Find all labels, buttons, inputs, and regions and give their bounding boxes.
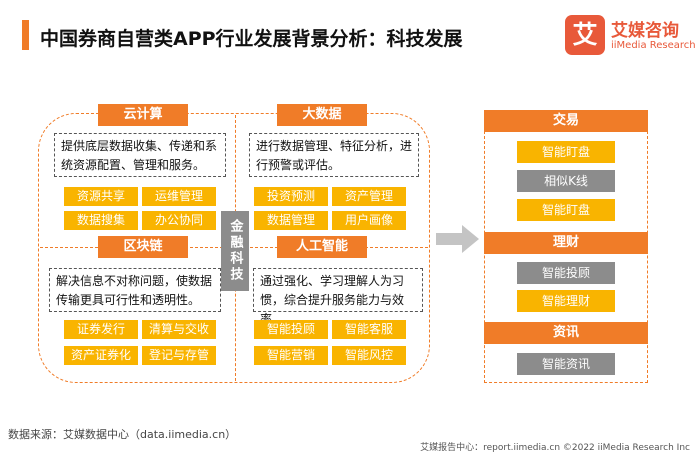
wealth-item: 智能理财 xyxy=(517,290,615,312)
flow-arrow-icon xyxy=(436,225,479,253)
ai-tag: 智能客服 xyxy=(332,320,406,339)
blockchain-header: 区块链 xyxy=(98,236,188,258)
trade-item: 相似K线 xyxy=(517,170,615,192)
cloud-tag: 办公协同 xyxy=(142,211,216,230)
fintech-frame xyxy=(38,113,430,383)
logo-mark-icon: 艾 xyxy=(565,15,605,55)
data-source-note: 数据来源：艾媒数据中心（data.iimedia.cn） xyxy=(8,428,237,441)
page-title: 中国券商自营类APP行业发展背景分析：科技发展 xyxy=(40,28,463,50)
blockchain-tag: 资产证券化 xyxy=(64,346,138,365)
wealth-section-header: 理财 xyxy=(484,232,648,254)
blockchain-tag: 清算与交收 xyxy=(142,320,216,339)
bigdata-tag: 资产管理 xyxy=(332,187,406,206)
news-section-header: 资讯 xyxy=(484,322,648,344)
bigdata-tag: 用户画像 xyxy=(332,211,406,230)
bigdata-tag: 数据管理 xyxy=(254,211,328,230)
ai-tag: 智能营销 xyxy=(254,346,328,365)
bigdata-header: 大数据 xyxy=(277,104,367,126)
news-item: 智能资讯 xyxy=(517,353,615,375)
cloud-tag: 运维管理 xyxy=(142,187,216,206)
bigdata-tag: 投资预测 xyxy=(254,187,328,206)
cloud-header: 云计算 xyxy=(98,104,188,126)
brand-logo: 艾 艾媒咨询 iiMedia Research xyxy=(565,13,696,59)
blockchain-description: 解决信息不对称问题，使数据传输更具可行性和透明性。 xyxy=(49,268,221,312)
fintech-center-label: 金融科技 xyxy=(221,211,249,291)
blockchain-tag: 登记与存管 xyxy=(142,346,216,365)
ai-description: 通过强化、学习理解人为习惯，综合提升服务能力与效率。 xyxy=(253,268,423,326)
bigdata-description: 进行数据管理、特征分析，进行预警或评估。 xyxy=(249,133,419,177)
title-accent-bar xyxy=(22,20,29,50)
application-panel xyxy=(484,131,648,383)
trade-item: 智能盯盘 xyxy=(517,199,615,221)
trade-section-header: 交易 xyxy=(484,110,648,132)
trade-item: 智能盯盘 xyxy=(517,141,615,163)
ai-tag: 智能风控 xyxy=(332,346,406,365)
logo-name-cn: 艾媒咨询 xyxy=(611,21,679,41)
cloud-tag: 数据搜集 xyxy=(64,211,138,230)
cloud-tag: 资源共享 xyxy=(64,187,138,206)
blockchain-tag: 证券发行 xyxy=(64,320,138,339)
wealth-item: 智能投顾 xyxy=(517,262,615,284)
logo-name-en: iiMedia Research xyxy=(611,40,696,51)
ai-header: 人工智能 xyxy=(277,236,367,258)
report-center-footer: 艾媒报告中心：report.iimedia.cn ©2022 iiMedia R… xyxy=(420,443,690,453)
ai-tag: 智能投顾 xyxy=(254,320,328,339)
cloud-description: 提供底层数据收集、传递和系统资源配置、管理和服务。 xyxy=(54,133,226,177)
